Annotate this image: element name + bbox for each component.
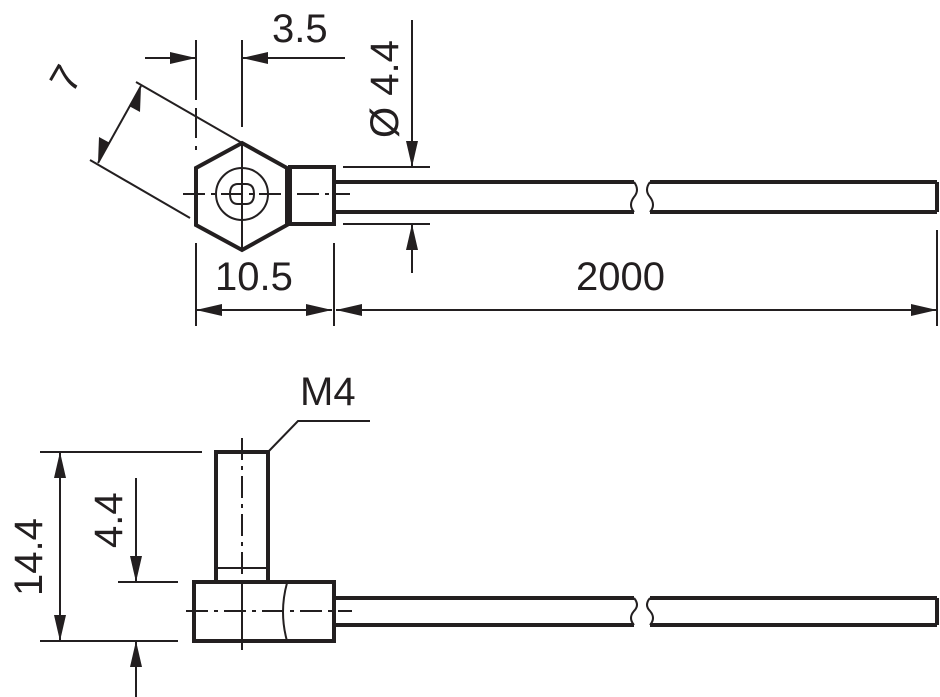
dim-4-4-label: 4.4 [87, 492, 131, 548]
arrow [336, 304, 362, 316]
arrow [911, 304, 937, 316]
top-view: 3.5 Ø 4.4 7 10.5 2000 [42, 7, 939, 326]
ext-line-flat-top [135, 81, 243, 144]
arrow [242, 52, 268, 64]
arrow [306, 304, 332, 316]
dim-3-5-label: 3.5 [272, 7, 328, 51]
dim-14-4-label: 14.4 [7, 518, 51, 596]
arrow [130, 641, 142, 667]
m4-label: M4 [300, 370, 356, 414]
socket-inner [228, 183, 256, 205]
ext-line-flat-bottom [89, 159, 191, 219]
cable [334, 180, 939, 214]
arrow [129, 86, 141, 112]
dim-diameter-label: Ø 4.4 [363, 40, 407, 138]
arrow [170, 52, 196, 64]
arrow [406, 224, 418, 250]
arrow [406, 141, 418, 167]
side-cable-break [630, 597, 654, 626]
cable-break [630, 181, 654, 213]
arrow [130, 556, 142, 582]
arrow [98, 137, 110, 163]
side-cable [334, 596, 939, 627]
dim-2000-label: 2000 [576, 255, 665, 299]
dim-10-5-label: 10.5 [215, 255, 293, 299]
m4-leader [267, 420, 370, 453]
arrow [54, 615, 66, 641]
arrow [196, 304, 222, 316]
cable-collar [288, 165, 336, 226]
dim-7-label: 7 [42, 58, 91, 99]
arrow [54, 452, 66, 478]
side-view: M4 14.4 4.4 [7, 370, 939, 697]
